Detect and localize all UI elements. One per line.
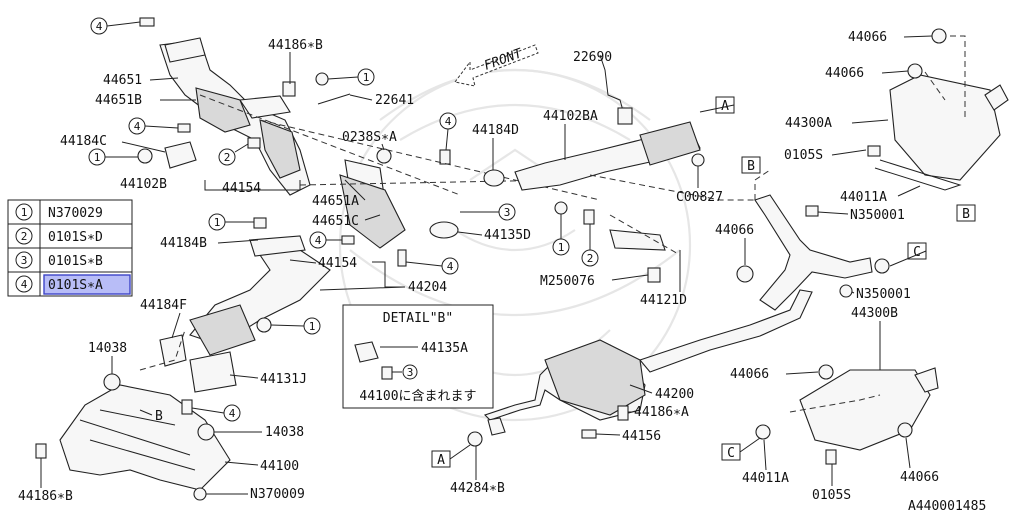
circle-4-d: 4 [315,234,322,247]
label-44651: 44651 [103,73,142,88]
front-arrow: FRONT [454,44,539,87]
label-44156: 44156 [622,429,661,444]
rear-muffler-44300B [755,364,939,465]
label-44121D: 44121D [640,293,687,308]
circle-references: 4 1 4 1 2 4 1 4 3 4 [88,17,599,424]
label-14038-bot: 14038 [265,425,304,440]
label-44300B: 44300B [851,306,898,321]
legend-code-2: 0101S∗D [48,230,103,245]
y-pipe-assembly [736,169,890,311]
legend-num-2: 2 [21,230,28,243]
label-44066-5: 44066 [900,470,939,485]
diagram-id: A440001485 [908,499,986,512]
label-N370009: N370009 [250,487,305,502]
legend-row-1: 1 N370029 [15,203,103,221]
label-44284B: 44284∗B [450,481,505,496]
circle-1-e: 1 [309,320,316,333]
circle-4-f: 4 [229,407,236,420]
label-0238SA: 0238S∗A [342,130,397,145]
detail-b-box: DETAIL"B" 44135A 3 44100に含まれます [342,304,494,409]
legend-code-1: N370029 [48,206,103,221]
label-44066-3: 44066 [715,223,754,238]
label-44204: 44204 [408,280,447,295]
label-0105S-bot: 0105S [812,488,851,503]
legend-row-4[interactable]: 4 0101S∗A [15,275,103,293]
label-44184F: 44184F [140,298,187,313]
label-44651B: 44651B [95,93,142,108]
detail-circle-3: 3 [407,366,414,379]
label-44102BA: 44102BA [543,109,598,124]
circle-3-a: 3 [504,206,511,219]
label-M250076: M250076 [540,274,595,289]
label-44651C: 44651C [312,214,359,229]
circle-2-a: 2 [224,151,231,164]
ref-b-right: B [962,207,970,222]
legend-row-3: 3 0101S∗B [15,251,103,269]
exhaust-manifold-44100 [35,373,231,501]
label-44186B-top: 44186∗B [268,38,323,53]
circle-1-d: 1 [558,241,565,254]
legend-code-4: 0101S∗A [48,278,103,293]
label-22641: 22641 [375,93,414,108]
label-44184D: 44184D [472,123,519,138]
label-44186A: 44186∗A [634,405,689,420]
detail-title: DETAIL"B" [383,311,453,326]
circle-4-c: 4 [445,115,452,128]
label-44066-2: 44066 [825,66,864,81]
front-exhaust-pipe-upper [159,37,459,249]
legend-num-4: 4 [21,278,28,291]
legend-num-3: 3 [21,254,28,267]
part-labels: 44186∗B 44651 44651B 22641 44184C 44102B… [18,30,986,512]
label-44154-mid: 44154 [318,256,357,271]
label-0105S-top: 0105S [784,148,823,163]
label-44135D: 44135D [484,228,531,243]
label-44300A: 44300A [785,116,832,131]
rear-muffler-44300A [867,28,1009,191]
label-44200: 44200 [655,387,694,402]
circle-4-b: 4 [134,120,141,133]
circle-4-e: 4 [447,260,454,273]
label-N350001-top: N350001 [850,208,905,223]
front-pipe-lower [139,217,407,415]
label-14038-top: 14038 [88,341,127,356]
label-44186B-bot: 44186∗B [18,489,73,504]
label-44011A-bot: 44011A [742,471,789,486]
ref-boxes: A B B C A C [431,96,976,468]
label-44154-top: 44154 [222,181,261,196]
label-44011A-top: 44011A [840,190,887,205]
circle-2-b: 2 [587,252,594,265]
legend-table: 1 N370029 2 0101S∗D 3 0101S∗B 4 0101S∗A [7,199,133,297]
ref-a-bottom: A [437,453,445,468]
legend-code-3: 0101S∗B [48,254,103,269]
label-22690: 22690 [573,50,612,65]
b-marker: B [155,409,163,424]
label-44102B: 44102B [120,177,167,192]
label-44184B: 44184B [160,236,207,251]
legend-row-2: 2 0101S∗D [15,227,103,245]
label-C00827: C00827 [676,190,723,205]
label-44651A: 44651A [312,194,359,209]
center-muffler-44200 [467,289,813,447]
label-N350001-bot: N350001 [856,287,911,302]
circle-1-c: 1 [214,216,221,229]
detail-part-44135A: 44135A [421,341,468,356]
ref-b-mid: B [747,159,755,174]
detail-note: 44100に含まれます [359,388,476,404]
label-44100: 44100 [260,459,299,474]
center-pipe-44102BA [483,54,760,283]
circle-1-b: 1 [94,151,101,164]
ref-c-bottom: C [727,446,735,461]
circle-1-a: 1 [363,71,370,84]
circle-4-a: 4 [96,20,103,33]
legend-num-1: 1 [21,206,28,219]
label-44066-1: 44066 [848,30,887,45]
label-44066-4: 44066 [730,367,769,382]
watermark-emblem [338,68,692,422]
ref-c-right: C [913,245,921,260]
label-44184C: 44184C [60,134,107,149]
label-44131J: 44131J [260,372,307,387]
legend-highlight [43,274,131,295]
